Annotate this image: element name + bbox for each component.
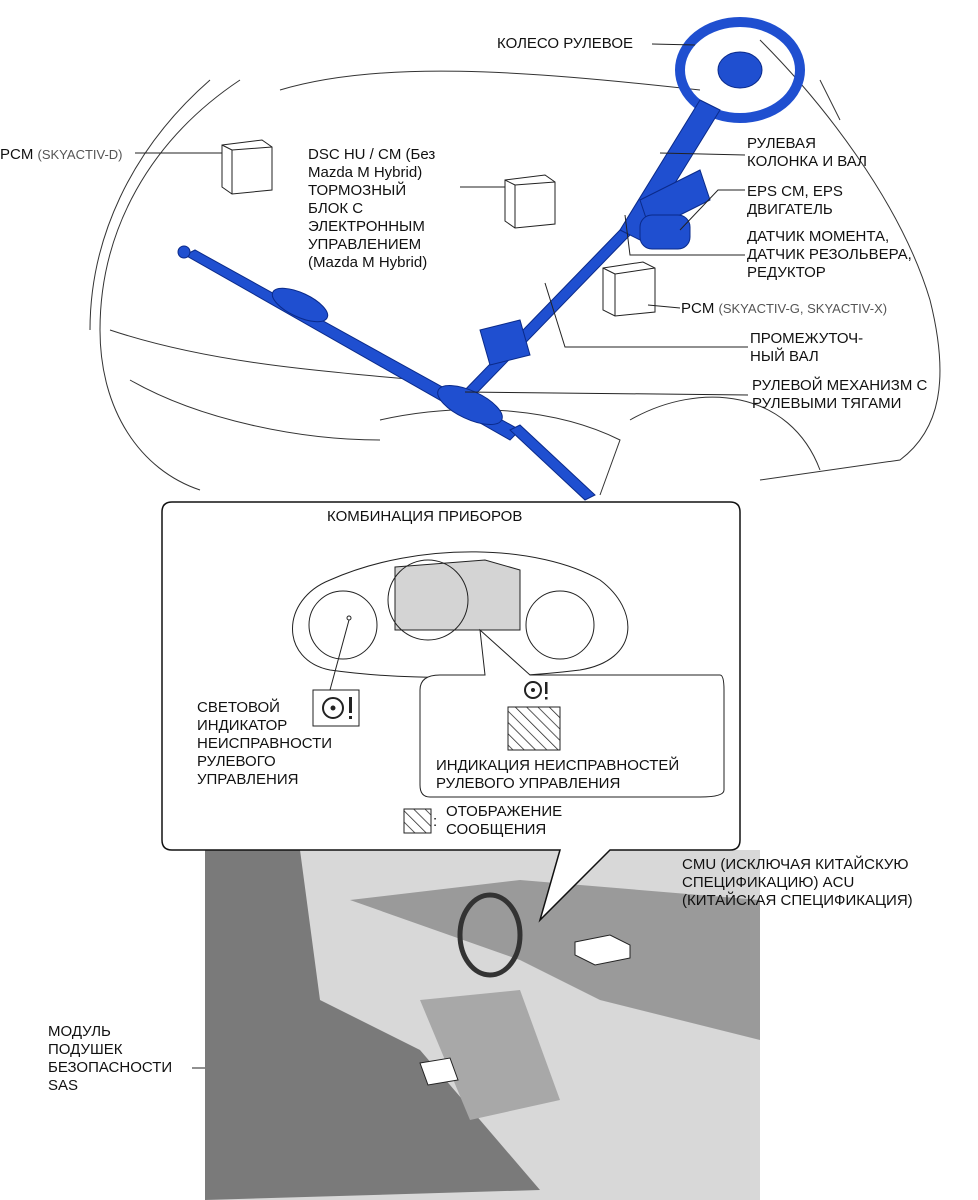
cluster-title: КОМБИНАЦИЯ ПРИБОРОВ	[327, 508, 523, 525]
text-line: ОТОБРАЖЕНИЕ	[446, 803, 563, 820]
text-line: НЫЙ ВАЛ	[750, 348, 819, 365]
text-line: CMU (ИСКЛЮЧАЯ КИТАЙСКУЮ	[682, 856, 909, 873]
text-line: СВЕТОВОЙ	[197, 699, 280, 716]
text-line: ЭЛЕКТРОННЫМ	[308, 218, 425, 235]
text-line: СООБЩЕНИЯ	[446, 821, 547, 838]
pcm-text: PCM	[0, 146, 34, 163]
text-line: ДАТЧИК МОМЕНТА,	[747, 228, 890, 245]
text-line: ДВИГАТЕЛЬ	[747, 201, 833, 218]
warning-icon-box	[312, 689, 360, 727]
module-boxes	[221, 139, 656, 317]
label-steering-wheel: КОЛЕСО РУЛЕВОЕ	[497, 35, 633, 52]
text-line: ПРОМЕЖУТОЧ-	[750, 330, 864, 347]
text-line: УПРАВЛЕНИЯ	[197, 771, 299, 788]
text-line: (КИТАЙСКАЯ СПЕЦИФИКАЦИЯ)	[682, 892, 913, 909]
text-line: Mazda M Hybrid)	[308, 164, 423, 181]
text-line: ИНДИКАЦИЯ НЕИСПРАВНОСТЕЙ	[436, 757, 680, 774]
text-line: БЛОК С	[308, 200, 364, 217]
label-torque-sensor: ДАТЧИК МОМЕНТА,ДАТЧИК РЕЗОЛЬВЕРА,РЕДУКТО…	[747, 228, 912, 282]
text-line: РУЛЕВОГО УПРАВЛЕНИЯ	[436, 775, 621, 792]
text-line: БЕЗОПАСНОСТИ	[48, 1059, 173, 1076]
pcm-text: PCM	[681, 300, 715, 317]
pcm-variant: (SKYACTIV-D)	[37, 147, 123, 162]
steering-warning-icon	[524, 681, 548, 700]
text-line: ТОРМОЗНЫЙ	[308, 182, 407, 199]
text-line: DSC HU / CM (Без	[308, 146, 436, 163]
text-line: УПРАВЛЕНИЕМ	[308, 236, 422, 253]
legend-hatch-swatch	[403, 808, 432, 834]
interior-photo	[205, 850, 760, 1200]
text-line: РУЛЕВОЙ МЕХАНИЗМ С	[752, 377, 928, 394]
text-line: РУЛЕВЫМИ ТЯГАМИ	[752, 395, 902, 412]
pcm-variant: (SKYACTIV-G, SKYACTIV-X)	[718, 301, 888, 316]
text-line: SAS	[48, 1077, 79, 1094]
instrument-cluster	[292, 551, 725, 798]
text-line: НЕИСПРАВНОСТИ	[197, 735, 333, 752]
label-pcm-skyactiv-gx: PCM (SKYACTIV-G, SKYACTIV-X)	[681, 300, 887, 318]
label-intermediate-shaft: ПРОМЕЖУТОЧ-НЫЙ ВАЛ	[750, 330, 863, 366]
text-line: ДАТЧИК РЕЗОЛЬВЕРА,	[747, 246, 912, 263]
text-line: ИНДИКАТОР	[197, 717, 288, 734]
steering-parts	[177, 17, 805, 501]
text-line: МОДУЛЬ	[48, 1023, 111, 1040]
text-line: КОЛОНКА И ВАЛ	[747, 153, 867, 170]
car-body-outline	[89, 39, 941, 496]
legend-colon: :	[433, 813, 438, 830]
text-line: РЕДУКТОР	[747, 264, 826, 281]
label-pcm-skyactiv-d: PCM (SKYACTIV-D)	[0, 146, 123, 164]
text-line: РУЛЕВОГО	[197, 753, 276, 770]
text-line: СПЕЦИФИКАЦИЮ) ACU	[682, 874, 855, 891]
text-line: (Mazda M Hybrid)	[308, 254, 428, 271]
text-line: РУЛЕВАЯ	[747, 135, 816, 152]
text-line: ПОДУШЕК	[48, 1041, 123, 1058]
text-line: EPS CM, EPS	[747, 183, 843, 200]
message-display-hatched	[507, 706, 561, 751]
